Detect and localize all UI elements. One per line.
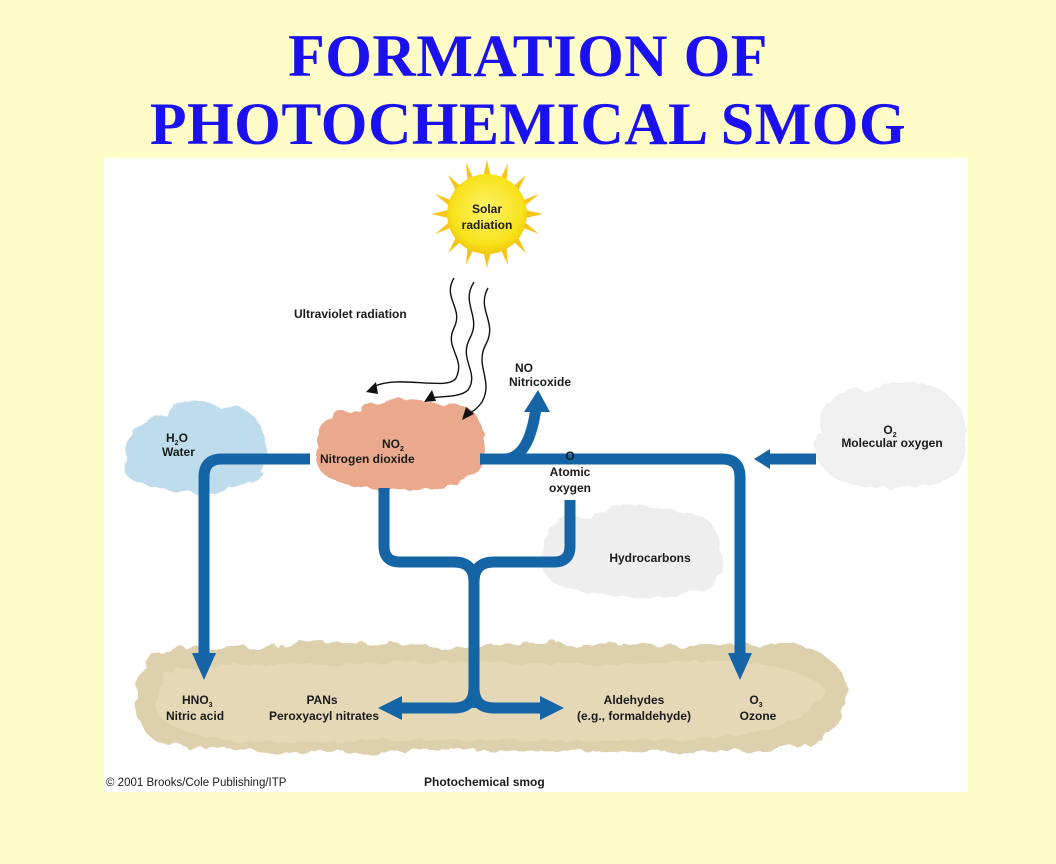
aldehydes-name: (e.g., formaldehyde) [577,709,691,723]
smog-cloud [134,641,847,753]
svg-text:O2: O2 [883,423,896,439]
o3-label: O3 Ozone [740,693,777,723]
atomic-o-formula: O [565,449,574,463]
no-label: NO Nitricoxide [509,361,571,389]
h2o-formula: H [166,431,175,445]
sun: Solar radiation [431,160,543,268]
slide-title: FORMATION OF PHOTOCHEMICAL SMOG [0,22,1056,158]
hno3-label: HNO3 Nitric acid [166,693,224,723]
o3-formula: O [749,693,758,707]
sun-label-1: Solar [472,202,502,216]
h2o-label: H2O Water [162,431,195,459]
no2-name: Nitrogen dioxide [320,452,415,466]
no2-formula: NO [382,437,400,451]
svg-text:H2O: H2O [166,431,188,447]
copyright: © 2001 Brooks/Cole Publishing/ITP [106,777,287,789]
hno3-name: Nitric acid [166,709,224,723]
svg-text:NO2: NO2 [382,437,404,453]
sun-label-2: radiation [462,218,513,232]
o2-label: O2 Molecular oxygen [841,423,942,450]
uv-arrowheads [366,382,474,420]
uv-label: Ultraviolet radiation [294,307,407,321]
title-line-2: PHOTOCHEMICAL SMOG [149,91,907,157]
o2-name: Molecular oxygen [841,436,942,450]
atomic-o-name-2: oxygen [549,481,591,495]
smog-diagram: Solar radiation Ultraviolet radiation [106,160,968,789]
svg-text:HNO3: HNO3 [182,693,213,709]
aldehydes-label: Aldehydes (e.g., formaldehyde) [577,693,691,723]
reaction-arrows [198,407,816,714]
atomic-o-name-1: Atomic [550,465,591,479]
water-cloud [123,401,267,493]
o3-name: Ozone [740,709,777,723]
o2-subscript: 2 [893,432,897,439]
o3-subscript: 3 [759,702,763,709]
hydrocarbons-label: Hydrocarbons [609,551,691,565]
hno3-subscript: 3 [209,702,213,709]
no2-subscript: 2 [400,446,404,453]
no-name: Nitricoxide [509,375,571,389]
pans-formula: PANs [306,693,337,707]
h2o-subscript: 2 [175,440,179,447]
title-line-1: FORMATION OF [288,23,768,89]
diagram-caption: Photochemical smog [424,775,545,789]
pans-label: PANs Peroxyacyl nitrates [269,693,379,723]
h2o-name: Water [162,445,195,459]
hno3-formula: HNO [182,693,209,707]
no2-cloud [316,399,485,491]
atomic-o-label: O Atomic oxygen [549,449,591,495]
svg-text:O3: O3 [749,693,762,709]
o2-formula: O [883,423,892,437]
no2-label: NO2 Nitrogen dioxide [320,437,415,466]
reaction-arrowheads [192,390,770,720]
aldehydes-formula: Aldehydes [604,693,665,707]
diagram-panel: Solar radiation Ultraviolet radiation [104,158,968,792]
no-formula: NO [515,361,533,375]
pans-name: Peroxyacyl nitrates [269,709,379,723]
hydrocarbons-cloud [541,505,724,598]
uv-rays [371,277,491,415]
h2o-formula-suffix: O [179,431,188,445]
o2-cloud [814,381,968,488]
